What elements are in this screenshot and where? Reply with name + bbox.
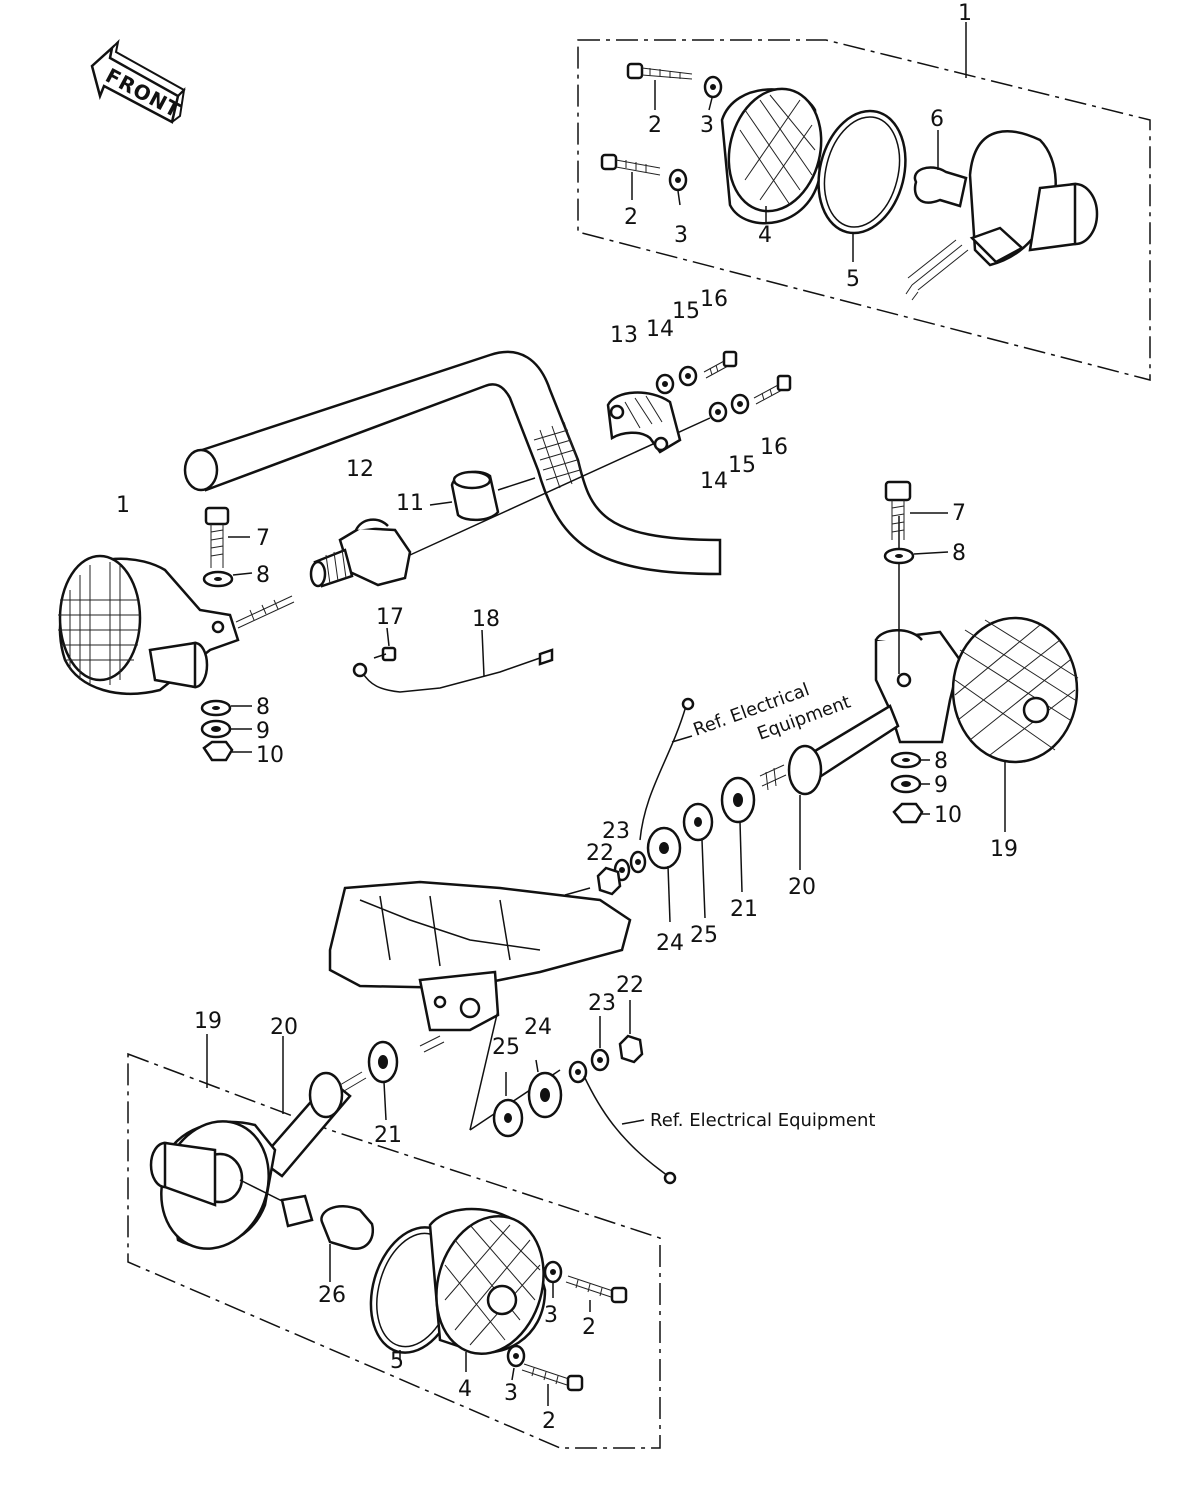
- screw-icon: [626, 62, 693, 110]
- callout-4: 4: [758, 223, 772, 248]
- signal-stalk-icon: [759, 704, 900, 870]
- nut-icon: [618, 1000, 644, 1064]
- callout-18: 18: [472, 607, 500, 632]
- callout-24: 24: [524, 1015, 552, 1040]
- callout-3: 3: [700, 113, 714, 138]
- callout-23: 23: [588, 991, 616, 1016]
- callout-25: 25: [492, 1035, 520, 1060]
- callout-9: 9: [934, 773, 948, 798]
- washer-icon: [200, 570, 253, 739]
- callout-23: 23: [602, 819, 630, 844]
- signal-wire-icon: [639, 697, 695, 841]
- nut-icon: [202, 740, 252, 762]
- grommet-icon: [646, 776, 756, 923]
- callout-1: 1: [958, 1, 972, 26]
- callout-9: 9: [256, 719, 270, 744]
- washer-icon: [668, 75, 723, 206]
- callout-3: 3: [544, 1303, 558, 1328]
- callout-15: 15: [672, 299, 700, 324]
- washer-icon: [655, 365, 750, 423]
- callout-17: 17: [376, 605, 404, 630]
- rear-signal-panel: [127, 1034, 661, 1449]
- front-signal-panel: [577, 22, 1151, 381]
- callout-16: 16: [700, 287, 728, 312]
- ground-screw-icon: [373, 627, 397, 662]
- front-arrow-icon: FRONT: [90, 38, 186, 124]
- callout-21: 21: [730, 897, 758, 922]
- signal-housing-icon: [905, 130, 1099, 301]
- signal-lens-icon: [720, 87, 823, 225]
- handlebar-icon: [183, 350, 722, 576]
- bolt-icon: [703, 350, 792, 405]
- callout-15: 15: [728, 453, 756, 478]
- callout-22: 22: [586, 841, 614, 866]
- callout-7: 7: [952, 501, 966, 526]
- callout-19: 19: [990, 837, 1018, 862]
- callout-1: 1: [116, 493, 130, 518]
- washer-icon: [883, 547, 949, 794]
- bolt-icon: [204, 506, 250, 568]
- callout-19: 19: [194, 1009, 222, 1034]
- callout-8: 8: [256, 695, 270, 720]
- callout-8: 8: [256, 563, 270, 588]
- callout-2: 2: [624, 205, 638, 230]
- nut-icon: [892, 802, 930, 824]
- nut-icon: [596, 866, 622, 896]
- screw-icon: [600, 153, 661, 200]
- collar-icon: [429, 470, 536, 522]
- ref-electrical-lower: Ref. Electrical Equipment: [650, 1110, 875, 1131]
- callout-5: 5: [390, 1349, 404, 1374]
- signal-mount-icon: [309, 518, 412, 588]
- handlebar-clamp-icon: [606, 391, 682, 454]
- callout-20: 20: [788, 875, 816, 900]
- callout-3: 3: [504, 1381, 518, 1406]
- callout-2: 2: [648, 113, 662, 138]
- grommet-icon: [367, 1040, 563, 1138]
- callout-10: 10: [256, 743, 284, 768]
- callout-7: 7: [256, 526, 270, 551]
- right-rear-signal-icon: [874, 516, 1079, 832]
- signal-wire-icon: [583, 1075, 677, 1185]
- callout-16: 16: [760, 435, 788, 460]
- callout-20: 20: [270, 1015, 298, 1040]
- bolt-icon: [884, 480, 948, 540]
- callout-12: 12: [346, 457, 374, 482]
- bolt-icon: [419, 1035, 445, 1053]
- callout-5: 5: [846, 267, 860, 292]
- callout-14: 14: [646, 317, 674, 342]
- callout-2: 2: [542, 1409, 556, 1434]
- callout-21: 21: [374, 1123, 402, 1148]
- lens-gasket-icon: [817, 109, 907, 262]
- rear-frame-icon: [328, 880, 632, 1131]
- left-front-signal-icon: [58, 554, 295, 695]
- callout-6: 6: [930, 107, 944, 132]
- callout-24: 24: [656, 931, 684, 956]
- callout-8: 8: [952, 541, 966, 566]
- callout-14: 14: [700, 469, 728, 494]
- bulb-icon: [913, 130, 968, 208]
- callout-22: 22: [616, 973, 644, 998]
- callout-10: 10: [934, 803, 962, 828]
- callout-2: 2: [582, 1315, 596, 1340]
- callout-4: 4: [458, 1377, 472, 1402]
- washer-icon: [568, 1016, 610, 1084]
- callout-11: 11: [396, 491, 424, 516]
- callout-8: 8: [934, 749, 948, 774]
- ground-wire-icon: [352, 629, 554, 693]
- callout-25: 25: [690, 923, 718, 948]
- callout-26: 26: [318, 1283, 346, 1308]
- callout-13: 13: [610, 323, 638, 348]
- callout-labels: 1 2 3 2 3 4 5 6 13 14 15 16 14 15 16 12 …: [116, 1, 1018, 1434]
- callout-3: 3: [674, 223, 688, 248]
